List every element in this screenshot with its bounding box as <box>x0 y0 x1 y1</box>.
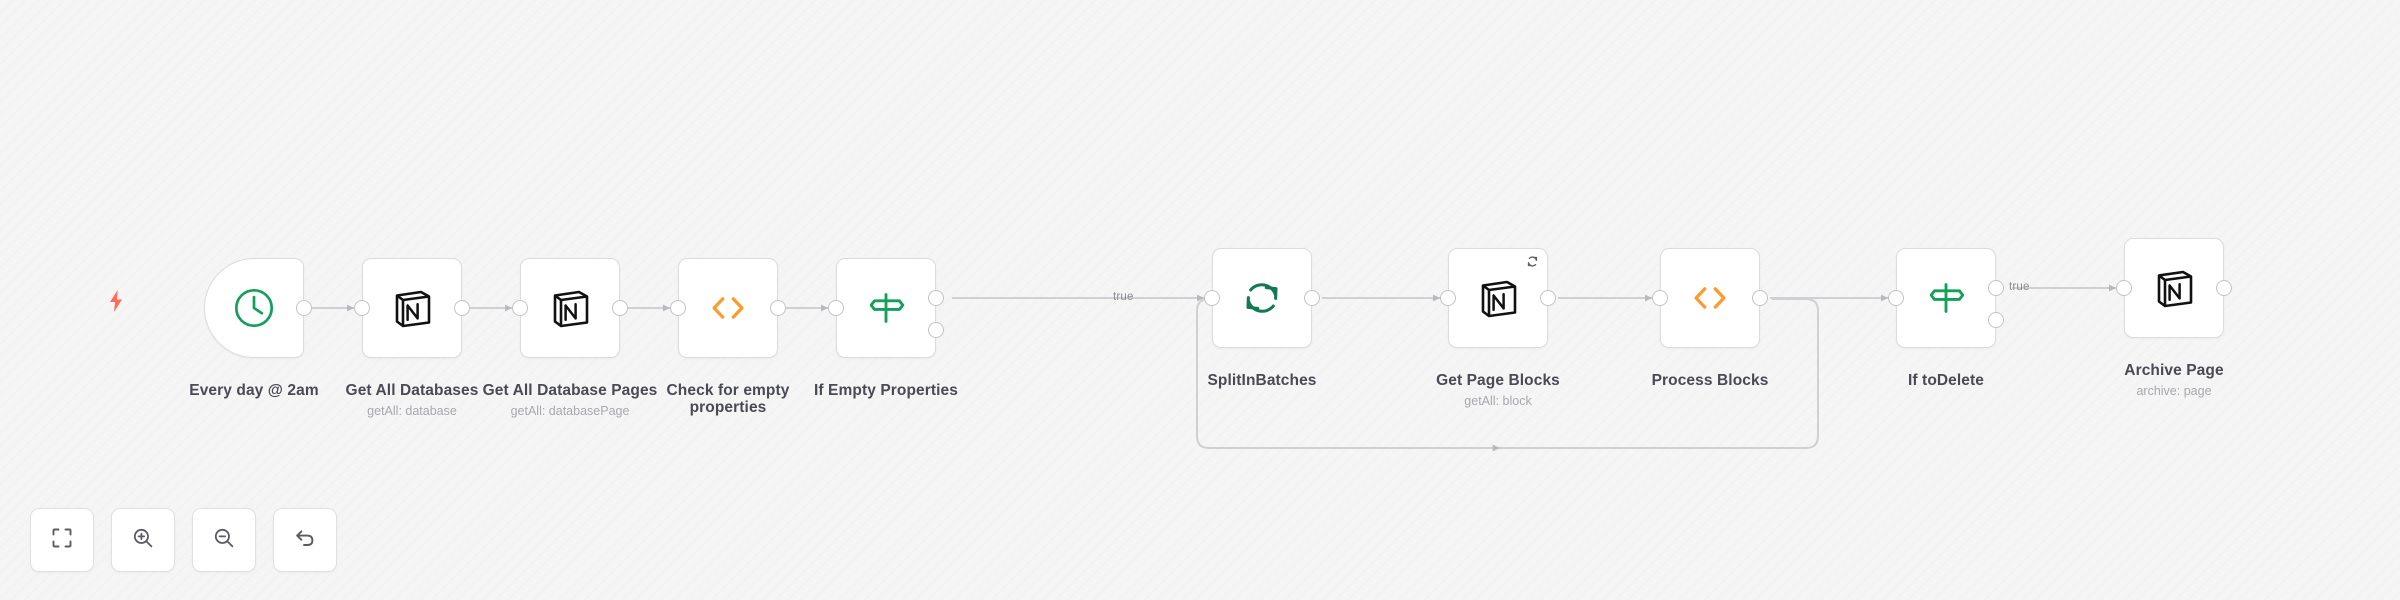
zoom-in-icon <box>131 526 155 555</box>
node-label-process-blocks: Process Blocks <box>1651 372 1769 389</box>
signpost-icon <box>1918 270 1974 326</box>
node-check-for-empty-properties[interactable] <box>678 258 778 358</box>
input-endpoint-split-in-batches[interactable] <box>1204 290 1220 306</box>
zoom-to-fit-button[interactable] <box>30 508 94 572</box>
node-label-if-todelete: If toDelete <box>1907 372 1985 389</box>
zoom-in-button[interactable] <box>111 508 175 572</box>
node-sublabel-get-all-database-pages: getAll: databasePage <box>510 404 630 418</box>
retry-badge-icon <box>1526 255 1539 268</box>
output-endpoint-get-all-database-pages[interactable] <box>612 300 628 316</box>
node-process-blocks[interactable] <box>1660 248 1760 348</box>
node-label-get-page-blocks: Get Page Blocks <box>1436 372 1560 389</box>
node-if-empty-properties[interactable] <box>836 258 936 358</box>
output-endpoint-split-in-batches[interactable] <box>1304 290 1320 306</box>
output-endpoint-process-blocks[interactable] <box>1752 290 1768 306</box>
node-if-todelete[interactable] <box>1896 248 1996 348</box>
output-endpoint-if-todelete-false[interactable] <box>1988 312 2004 328</box>
input-endpoint-get-all-databases[interactable] <box>354 300 370 316</box>
output-endpoint-get-page-blocks[interactable] <box>1540 290 1556 306</box>
code-icon <box>700 280 756 336</box>
node-get-all-database-pages[interactable] <box>520 258 620 358</box>
node-label-archive-page: Archive Page <box>2124 362 2224 379</box>
fit-screen-icon <box>50 526 74 555</box>
output-endpoint-schedule-trigger[interactable] <box>296 300 312 316</box>
node-label-check-for-empty-properties: Check for empty properties <box>666 382 790 416</box>
output-endpoint-check-for-empty-properties[interactable] <box>770 300 786 316</box>
node-get-page-blocks[interactable] <box>1448 248 1548 348</box>
reset-zoom-button[interactable] <box>273 508 337 572</box>
input-endpoint-get-page-blocks[interactable] <box>1440 290 1456 306</box>
edge-label-if-empty-true: true <box>1113 291 1134 303</box>
trigger-bolt-icon <box>108 290 124 312</box>
node-sublabel-get-all-databases: getAll: database <box>367 404 457 418</box>
output-endpoint-if-todelete-true[interactable] <box>1988 280 2004 296</box>
notion-icon <box>1470 270 1526 326</box>
code-icon <box>1682 270 1738 326</box>
input-endpoint-archive-page[interactable] <box>2116 280 2132 296</box>
clock-icon <box>226 280 282 336</box>
node-label-split-in-batches: SplitInBatches <box>1207 372 1317 389</box>
output-endpoint-get-all-databases[interactable] <box>454 300 470 316</box>
notion-icon <box>542 280 598 336</box>
output-endpoint-if-empty-properties-false[interactable] <box>928 322 944 338</box>
node-schedule-trigger[interactable] <box>204 258 304 358</box>
notion-icon <box>384 280 440 336</box>
zoom-out-button[interactable] <box>192 508 256 572</box>
input-endpoint-get-all-database-pages[interactable] <box>512 300 528 316</box>
node-sublabel-get-page-blocks: getAll: block <box>1464 394 1532 408</box>
zoom-out-icon <box>212 526 236 555</box>
output-endpoint-archive-page[interactable] <box>2216 280 2232 296</box>
edge-label-if-todelete-true: true <box>2009 281 2030 293</box>
node-get-all-databases[interactable] <box>362 258 462 358</box>
input-endpoint-process-blocks[interactable] <box>1652 290 1668 306</box>
input-endpoint-check-for-empty-properties[interactable] <box>670 300 686 316</box>
output-endpoint-if-empty-properties-true[interactable] <box>928 290 944 306</box>
canvas-zoom-toolbar <box>30 508 337 572</box>
input-endpoint-if-todelete[interactable] <box>1888 290 1904 306</box>
node-label-get-all-databases: Get All Databases <box>345 382 479 399</box>
node-split-in-batches[interactable] <box>1212 248 1312 348</box>
node-label-if-empty-properties: If Empty Properties <box>813 382 959 399</box>
input-endpoint-if-empty-properties[interactable] <box>828 300 844 316</box>
notion-icon <box>2146 260 2202 316</box>
loop-icon <box>1234 270 1290 326</box>
signpost-icon <box>858 280 914 336</box>
undo-arrow-icon <box>293 526 317 555</box>
node-label-schedule-trigger: Every day @ 2am <box>189 382 319 399</box>
node-archive-page[interactable] <box>2124 238 2224 338</box>
node-sublabel-archive-page: archive: page <box>2136 384 2212 398</box>
node-label-get-all-database-pages: Get All Database Pages <box>482 382 658 399</box>
